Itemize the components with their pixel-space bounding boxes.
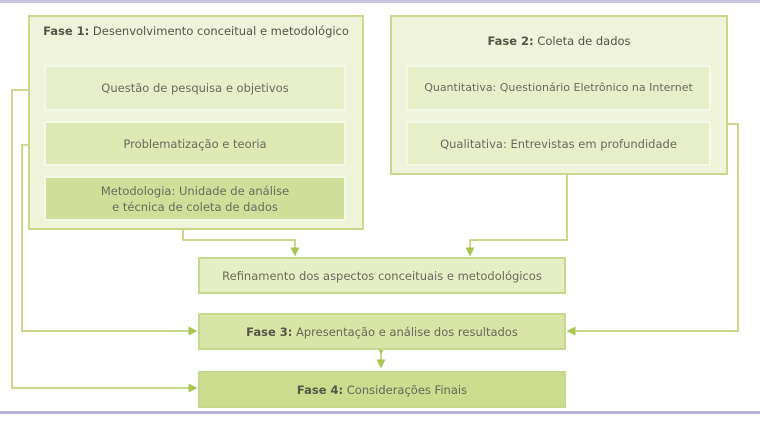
- fase3-title: Apresentação e análise dos resultados: [292, 324, 518, 339]
- fase4-box: Fase 4: Considerações Finais: [198, 371, 566, 408]
- fase1-title: Desenvolvimento conceitual e metodológic…: [89, 24, 349, 38]
- top-border: [0, 0, 760, 3]
- connector-qualitativa-fase3: [566, 123, 739, 336]
- fase2-title-bold: Fase 2:: [487, 34, 534, 48]
- fase1-item-metodologia: Metodologia: Unidade de análise e técnic…: [44, 176, 346, 221]
- refinamento-box: Refinamento dos aspectos conceituais e m…: [198, 257, 566, 294]
- fase2-item-qualitativa: Qualitativa: Entrevistas em profundidade: [406, 121, 711, 166]
- fase4-title: Considerações Finais: [343, 382, 468, 397]
- fase2-title: Coleta de dados: [533, 34, 631, 48]
- fase2-item-quantitativa: Quantitativa: Questionário Eletrônico na…: [406, 65, 711, 111]
- bottom-border: [0, 411, 760, 414]
- fase4-title-bold: Fase 4:: [296, 382, 344, 397]
- connector-fase1-refinamento: [182, 229, 300, 257]
- fase1-item-problematizacao: Problematização e teoria: [44, 121, 346, 166]
- fase3-title-bold: Fase 3:: [246, 324, 293, 339]
- fase3-box: Fase 3: Apresentação e análise dos resul…: [198, 313, 566, 350]
- connector-fase2-refinamento: [465, 174, 568, 257]
- fase1-title-bold: Fase 1:: [43, 24, 90, 38]
- fase1-item-questao: Questão de pesquisa e objetivos: [44, 65, 346, 111]
